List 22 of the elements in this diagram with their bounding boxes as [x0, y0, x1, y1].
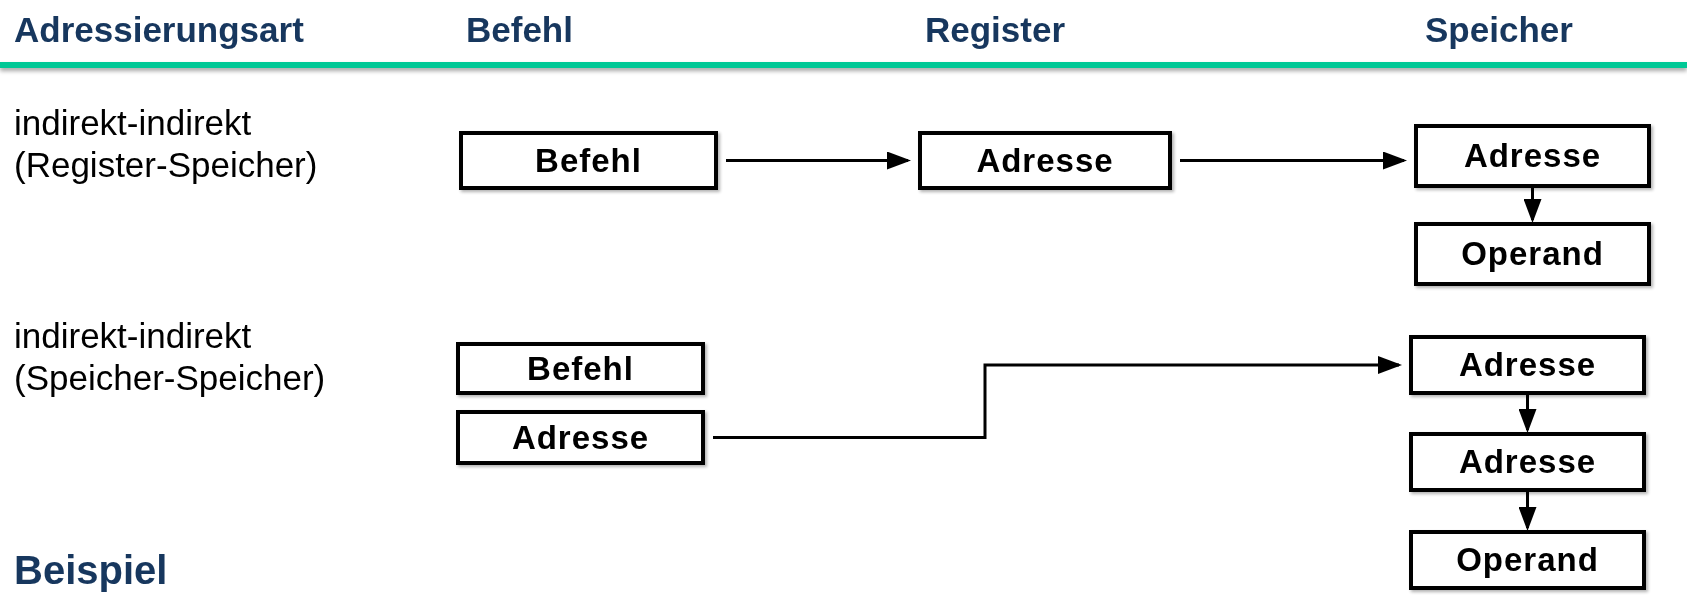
process-box: Befehl	[456, 342, 705, 395]
arrow	[726, 151, 911, 170]
section-heading: Beispiel	[14, 548, 168, 593]
process-box: Adresse	[918, 131, 1172, 190]
column-header: Befehl	[466, 10, 573, 50]
column-header: Adressierungsart	[14, 10, 304, 50]
process-box: Operand	[1409, 530, 1646, 590]
process-box: Adresse	[1409, 335, 1646, 395]
column-header: Speicher	[1425, 10, 1573, 50]
process-box: Adresse	[456, 410, 705, 465]
column-header: Register	[925, 10, 1066, 50]
row-label: indirekt-indirekt (Register-Speicher)	[14, 102, 319, 186]
process-box: Adresse	[1414, 124, 1651, 188]
row-label: indirekt-indirekt (Speicher-Speicher)	[14, 315, 327, 399]
arrow	[1180, 151, 1407, 170]
arrow	[1523, 188, 1542, 223]
arrow	[713, 356, 1402, 439]
process-box: Operand	[1414, 222, 1651, 286]
process-box: Befehl	[459, 131, 718, 190]
arrow	[1518, 395, 1537, 433]
process-box: Adresse	[1409, 432, 1646, 492]
arrow	[1518, 492, 1537, 531]
